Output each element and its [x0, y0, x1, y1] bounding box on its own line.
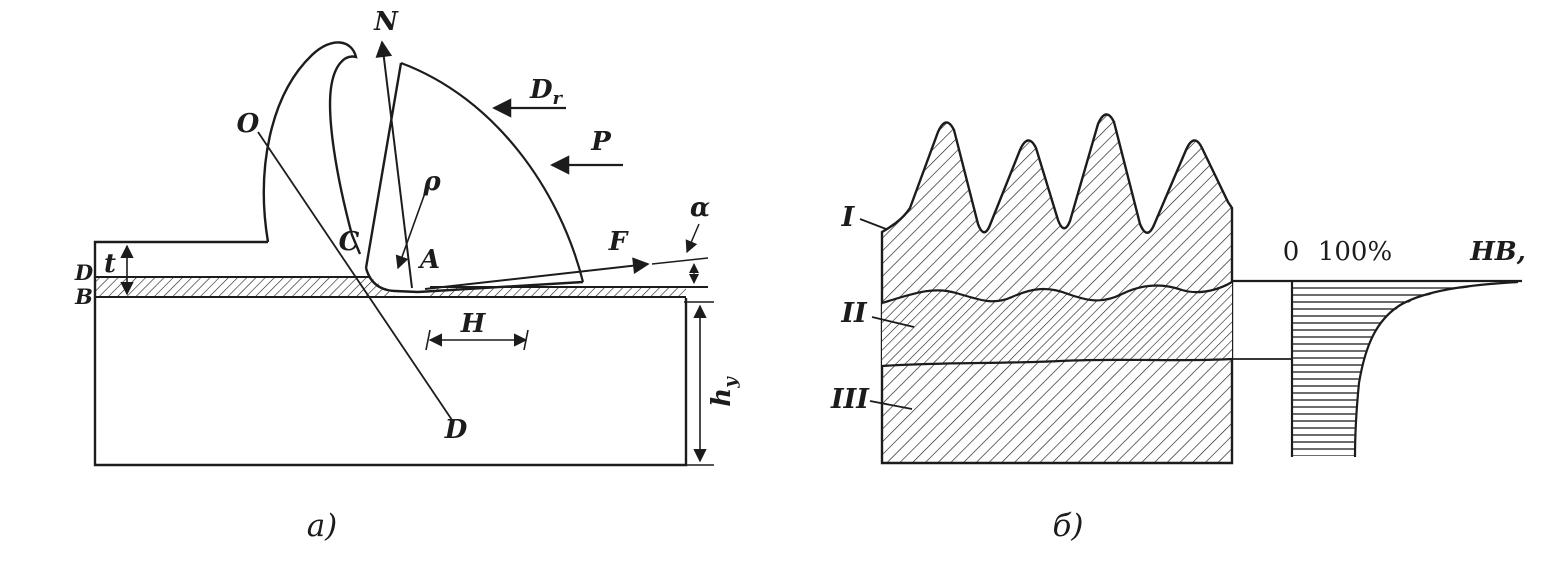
- label-depth-hy-main: h: [707, 388, 737, 407]
- tool-clearance-face: [417, 280, 584, 294]
- label-point-O: O: [237, 109, 260, 139]
- label-edge-D: D: [74, 260, 94, 285]
- chip-outline: [262, 41, 362, 255]
- label-point-C: C: [339, 227, 360, 257]
- label-edge-B: B: [74, 284, 93, 309]
- hardness-hatch-region: [1292, 285, 1496, 456]
- label-motion-Dr: Dr: [529, 75, 564, 109]
- label-axis-100-percent: 100%: [1318, 237, 1392, 267]
- figure-a: O N Dr P ρ C A D B t F α H D hy а): [74, 7, 741, 544]
- label-motion-Dr-main: D: [529, 75, 553, 105]
- label-point-D-line: D: [444, 415, 468, 445]
- label-dimension-H: H: [460, 309, 487, 339]
- figure-b: I II III 0 100% HB, б): [830, 113, 1526, 544]
- label-depth-hy-sub: y: [720, 376, 741, 389]
- tool-rake-face: [364, 62, 403, 269]
- label-axis-hb: HB,: [1469, 237, 1526, 267]
- zone3-leader-line: [869, 400, 913, 410]
- label-force-P: P: [590, 127, 612, 157]
- zone1-zone2-boundary: [881, 281, 1233, 305]
- H-dimension-tick-right: [523, 329, 529, 351]
- zone1-leader-line: [859, 218, 887, 230]
- rho-pointer-arrow: [395, 192, 426, 270]
- hardness-curve: [1353, 280, 1519, 458]
- label-force-N: N: [373, 7, 399, 37]
- label-zone1: I: [841, 202, 856, 233]
- machined-layer-hatch: [430, 287, 686, 297]
- label-axis-zero: 0: [1283, 237, 1300, 267]
- tool-body-arc: [400, 61, 585, 283]
- label-point-A: A: [417, 245, 440, 275]
- zone2-hatch: [882, 282, 1232, 366]
- workpiece-outline: [93, 240, 688, 467]
- caption-figure-a: а): [307, 508, 338, 544]
- zone2-zone3-boundary: [881, 357, 1233, 368]
- label-depth-hy: hy: [707, 376, 741, 407]
- surface-layers-block: [880, 113, 1234, 465]
- zone2-leader-line: [871, 316, 915, 328]
- alpha-pointer-arrow: [685, 223, 700, 254]
- label-zone2: II: [840, 298, 868, 329]
- label-depth-of-cut-t: t: [104, 249, 116, 279]
- label-zone3: III: [830, 384, 870, 415]
- H-dimension-tick-left: [425, 329, 431, 351]
- caption-figure-b: б): [1052, 508, 1083, 544]
- label-angle-alpha: α: [690, 193, 710, 223]
- label-motion-Dr-sub: r: [553, 88, 564, 109]
- uncut-layer-hatch: [95, 277, 396, 297]
- normal-line-N-arrow: [375, 40, 413, 289]
- label-edge-radius-rho: ρ: [422, 167, 441, 197]
- F-line-extension: [651, 257, 709, 265]
- force-F-arrow: [424, 257, 650, 290]
- tool-edge-radius: [364, 267, 419, 294]
- label-force-F: F: [608, 227, 629, 257]
- shear-line-OD: [257, 131, 453, 421]
